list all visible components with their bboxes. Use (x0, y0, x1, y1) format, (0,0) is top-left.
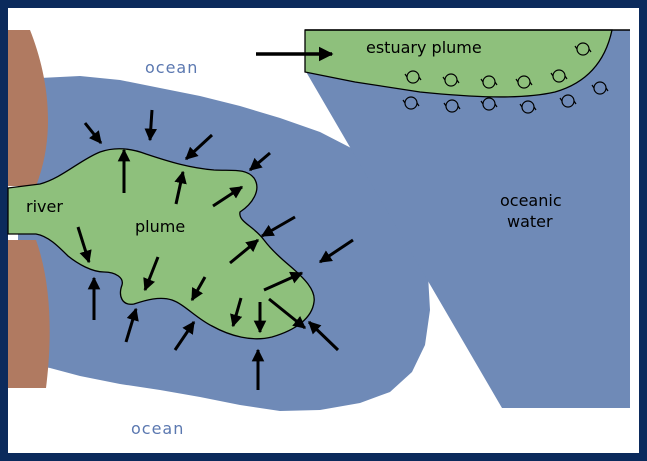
oceanic-water-label-line2: water (507, 212, 553, 231)
arrow (229, 238, 259, 265)
arrow (260, 215, 296, 238)
arrow (184, 133, 214, 161)
arrow (190, 276, 207, 302)
eddy-symbol (443, 99, 461, 113)
inflow-arrows (76, 109, 354, 390)
arrow (144, 109, 158, 142)
arrow (230, 297, 243, 328)
eddy-symbol (480, 75, 498, 89)
arrow (76, 226, 92, 264)
eddy-symbol (515, 75, 533, 89)
arrow (143, 256, 160, 292)
arrow (249, 151, 271, 172)
eddy-symbol (480, 97, 498, 111)
estuary-plume-layer (304, 29, 613, 98)
arrow (174, 170, 187, 205)
mixing-eddies (402, 42, 609, 114)
eddy-symbol (402, 96, 420, 110)
river-label: river (26, 197, 63, 216)
ocean-label-bottom: ocean (131, 419, 184, 438)
arrow (83, 122, 103, 144)
eddy-symbol (519, 100, 537, 114)
eddy-symbol (404, 70, 422, 84)
arrow (124, 307, 139, 343)
river-bank-land (8, 30, 50, 388)
plume-label: plume (135, 217, 185, 236)
eddy-symbol (559, 94, 577, 108)
arrow (212, 185, 244, 208)
arrow (268, 297, 306, 330)
arrow (307, 320, 340, 352)
eddy-symbol (591, 81, 609, 95)
arrow (173, 320, 196, 351)
oceanic-water-region (305, 30, 630, 408)
oceanic-water-label-line1: oceanic (500, 191, 562, 210)
eddy-symbol (442, 73, 460, 87)
eddy-symbol (574, 42, 592, 56)
eddy-symbol (550, 69, 568, 83)
estuary-plume-label: estuary plume (366, 38, 482, 57)
arrow (263, 271, 304, 292)
ocean-label-top: ocean (145, 58, 198, 77)
arrow (318, 238, 354, 264)
